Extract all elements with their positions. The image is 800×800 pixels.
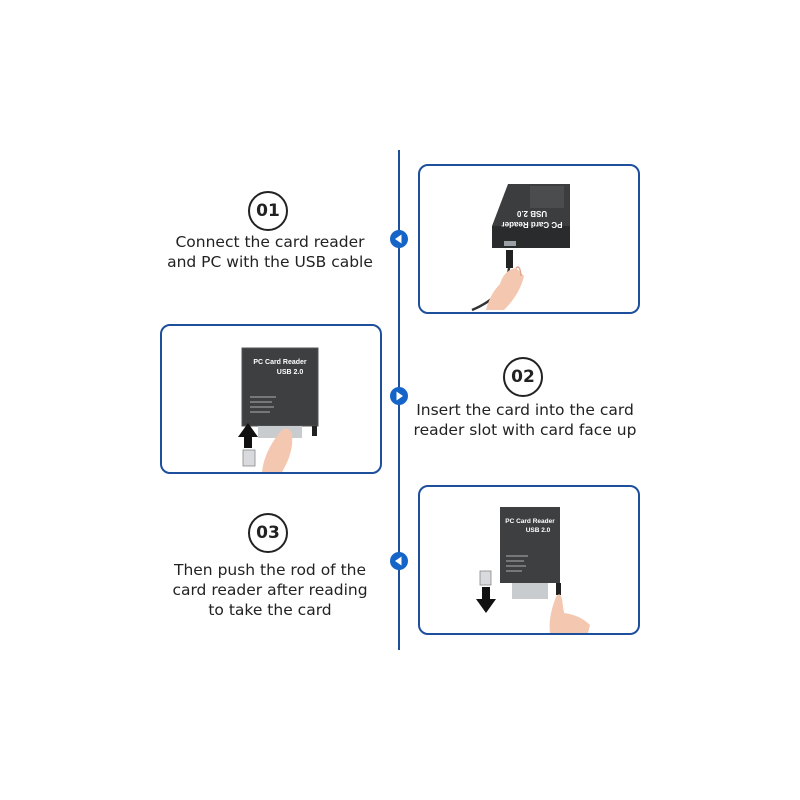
reader-name-label: PC Card Reader [502, 220, 563, 229]
step-3-description: Then push the rod of the card reader aft… [150, 560, 390, 620]
step-3-image-panel: PC Card Reader USB 2.0 [418, 485, 640, 635]
step-2-line-2: reader slot with card face up [413, 421, 637, 439]
step-3-line-1: Then push the rod of the [173, 561, 367, 579]
step-1-description: Connect the card reader and PC with the … [150, 232, 390, 272]
reader-version-label: USB 2.0 [277, 369, 304, 376]
timeline-marker-left-icon [390, 552, 408, 570]
timeline-marker-right-icon [390, 387, 408, 405]
step-2-description: Insert the card into the card reader slo… [405, 400, 645, 440]
step-2-line-1: Insert the card into the card [416, 401, 634, 419]
step-1-line-2: and PC with the USB cable [167, 253, 373, 271]
reader-version-label: USB 2.0 [516, 209, 547, 218]
step-3-line-2: card reader after reading [172, 581, 368, 599]
step-3-number: 03 [248, 513, 288, 553]
card-eject-illustration: PC Card Reader USB 2.0 [476, 507, 590, 633]
step-2-number: 02 [503, 357, 543, 397]
card-insert-illustration: PC Card Reader USB 2.0 [238, 347, 319, 472]
reader-version-label: USB 2.0 [526, 527, 551, 534]
step-3-line-3: to take the card [208, 601, 332, 619]
step-1-line-1: Connect the card reader [175, 233, 365, 251]
reader-name-label: PC Card Reader [253, 359, 307, 366]
timeline-marker-left-icon [390, 230, 408, 248]
step-1-image-panel: PC Card Reader USB 2.0 [418, 164, 640, 314]
step-1-number: 01 [248, 191, 288, 231]
step-2-image-panel: PC Card Reader USB 2.0 [160, 324, 382, 474]
usb-connection-illustration: PC Card Reader USB 2.0 [471, 184, 570, 312]
reader-name-label: PC Card Reader [505, 518, 555, 525]
